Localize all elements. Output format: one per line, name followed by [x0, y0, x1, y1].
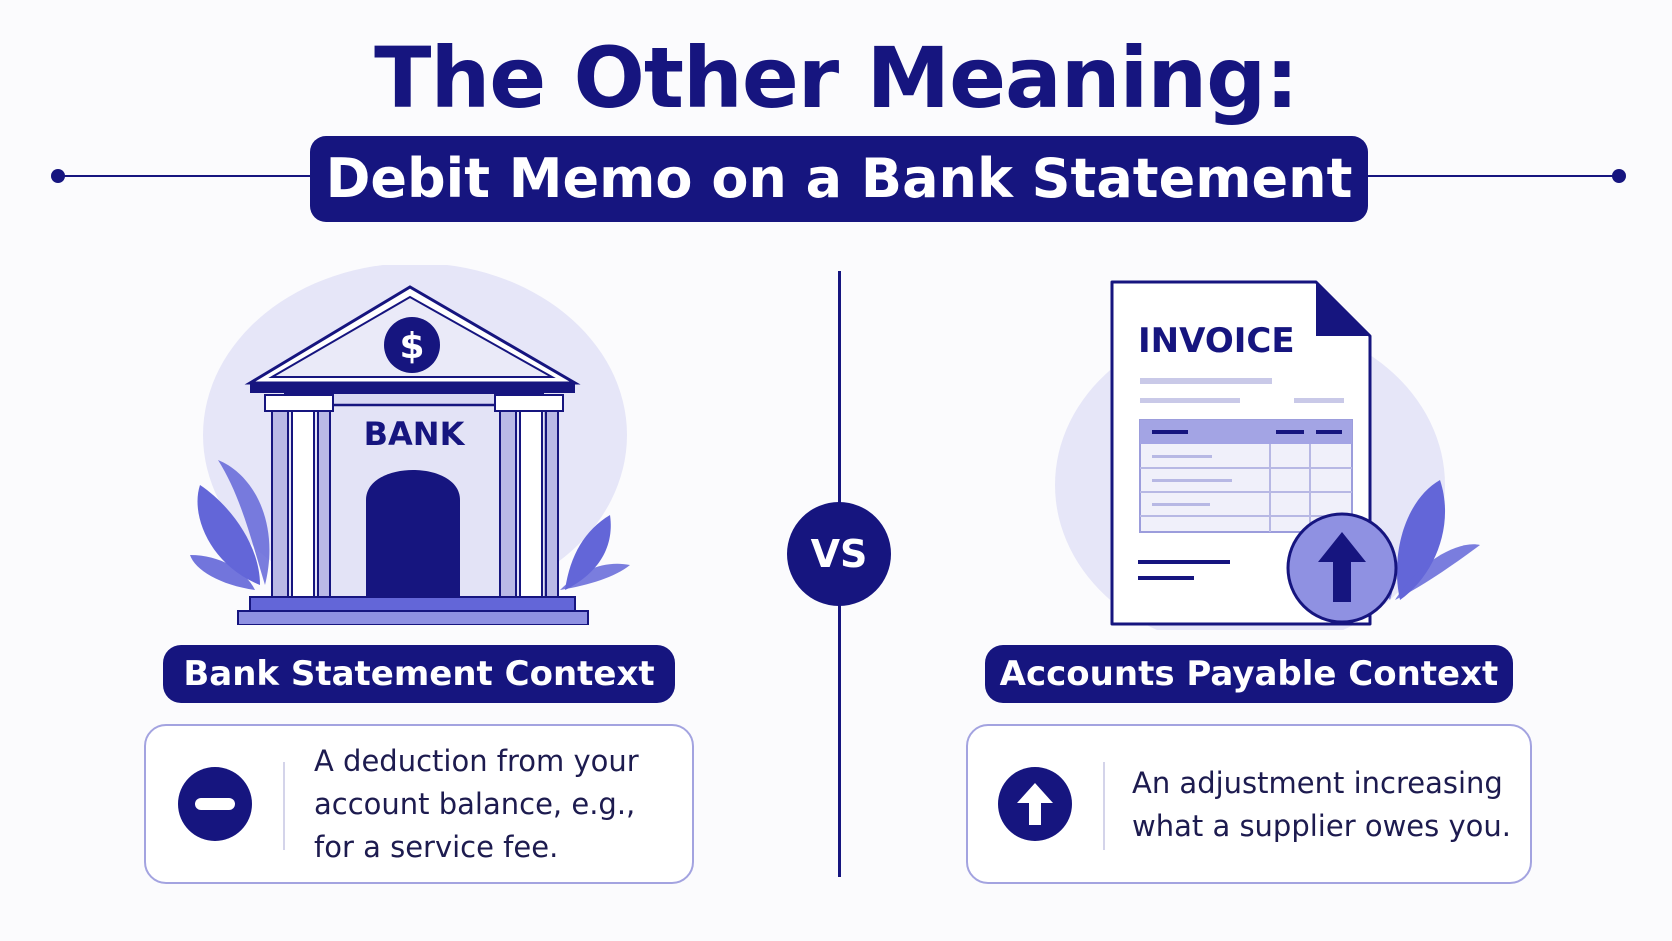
rule-line-right	[1366, 175, 1616, 177]
card-separator	[283, 762, 285, 850]
card-separator	[1103, 762, 1105, 850]
page-fold	[1316, 282, 1370, 336]
subtitle-banner: Debit Memo on a Bank Statement	[310, 136, 1368, 222]
ap-context-card: An adjustment increasing what a supplier…	[966, 724, 1532, 884]
page-title: The Other Meaning:	[374, 29, 1299, 127]
rule-line-left	[58, 175, 313, 177]
bank-context-description: A deduction from your account balance, e…	[314, 744, 639, 864]
leaves-left-icon	[190, 460, 270, 590]
bank-door	[366, 470, 460, 597]
invoice-heading: INVOICE	[1138, 321, 1295, 361]
bank-sign: BANK	[364, 415, 466, 453]
ap-context-description: An adjustment increasing what a supplier…	[1132, 766, 1511, 843]
ap-context-label: Accounts Payable Context	[985, 645, 1513, 703]
invoice-illustration: INVOICE	[1055, 280, 1480, 630]
vs-badge: VS	[787, 502, 891, 606]
minus-icon	[178, 767, 252, 841]
leaves-right-icon	[560, 515, 630, 590]
rule-dot-right	[1612, 169, 1626, 183]
bank-illustration: $ BANK	[190, 265, 630, 625]
dollar-coin-icon	[384, 317, 440, 373]
bank-context-card: A deduction from your account balance, e…	[144, 724, 694, 884]
bank-context-label: Bank Statement Context	[163, 645, 675, 703]
dollar-symbol: $	[399, 326, 424, 367]
arrow-up-icon	[998, 767, 1072, 841]
